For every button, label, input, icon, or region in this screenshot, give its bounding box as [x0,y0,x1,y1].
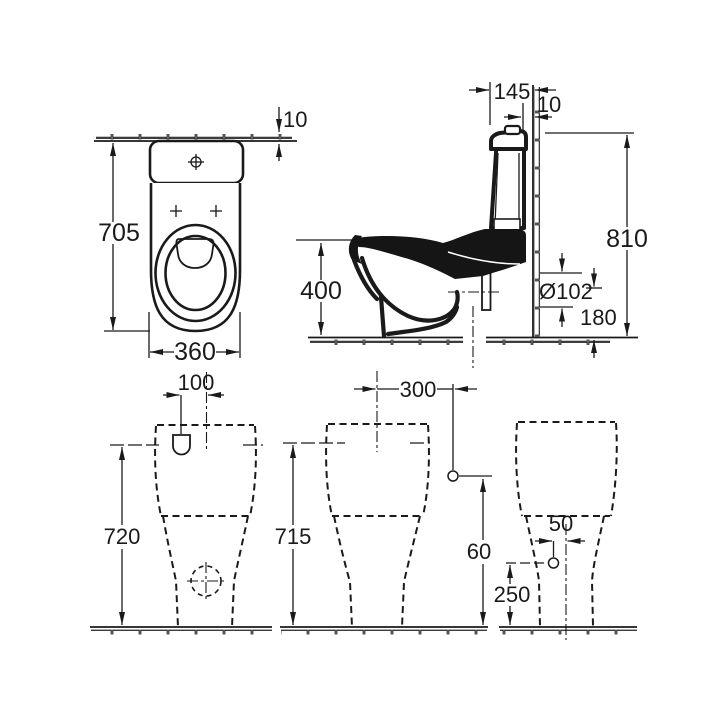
dim-label-side-cistern-depth: 145 [494,79,531,104]
dim-label-side-wall-gap: 10 [537,92,561,117]
dim-label-plan-wall-thickness: 10 [283,107,307,132]
view-rear-left: 720 100 [90,370,272,635]
dim-right-inlet-height: 250 [494,562,547,625]
plan-seat-outer [154,223,237,323]
side-toilet-body [348,124,528,368]
dim-label-side-bowl-height: 400 [300,277,342,305]
rear-left-outlet-mark [187,562,225,600]
rear-left-outline [154,424,257,628]
dim-label-mid-offset: 300 [400,377,437,402]
dim-rear-height: 720 [104,444,263,625]
floor-hatch-left [90,626,272,635]
view-side-section: 145 10 810 400 Ø102 [296,79,648,368]
dim-side-wall-gap: 10 [504,92,561,131]
view-rear-middle: 715 300 60 [275,371,494,635]
dim-label-plan-width: 360 [174,338,216,366]
dim-plan-width: 360 [148,312,241,366]
floor-hatch-right [499,626,637,635]
side-bowl-outer-front [351,257,380,302]
dim-label-right-inlet-offset: 50 [549,511,573,536]
right-inlet-hole [547,557,560,569]
wall-hatch-side [532,85,540,338]
dim-label-rear-inlet-offset: 100 [178,370,215,395]
dim-mid-height: 715 [275,442,430,625]
dim-right-inlet-offset: 50 [535,511,585,557]
dim-label-mid-height: 715 [275,524,312,549]
dim-label-side-outlet-diameter: Ø102 [539,279,593,304]
side-seat-section [354,229,526,279]
dim-rear-inlet-offset: 100 [163,370,224,452]
dim-plan-wall-thickness: 10 [276,107,307,161]
side-flush-valve [493,218,521,231]
view-plan: 10 705 360 [94,107,307,366]
dim-mid-inlet-height: 60 [459,475,494,625]
dim-side-bowl-height: 400 [296,239,352,335]
side-flush-button [503,124,522,136]
dim-side-total-height: 810 [545,132,648,336]
dim-mid-offset: 300 [354,377,477,470]
dim-label-mid-inlet-height: 60 [467,539,491,564]
plan-bowl-body [149,183,242,333]
rear-left-inlet-cup [172,434,191,456]
side-pedestal-leg [378,294,387,339]
side-trap-bottom [385,304,460,337]
plan-flush-water-shape [175,238,215,269]
dim-label-side-outlet-height: 180 [580,305,617,330]
dim-plan-depth: 705 [98,143,150,332]
floor-hatch-middle [280,626,488,635]
side-bowl-rim [348,235,362,264]
side-seat-split-line [447,251,521,265]
dim-label-rear-height: 720 [104,524,141,549]
dim-label-plan-depth: 705 [98,219,140,247]
mid-inlet-hole [447,470,459,482]
dim-label-side-total-height: 810 [606,225,648,253]
plan-seat-bolt-marks [170,205,222,217]
plan-cistern-center-mark [188,154,204,170]
view-rear-right: 50 250 [494,421,637,640]
dim-side-outlet-diameter: Ø102 [539,253,593,327]
rear-right-outline [515,421,618,627]
dim-side-outlet-height: 180 [580,268,617,358]
rear-middle-outline [325,423,430,628]
plan-seat-inner [164,234,227,312]
side-bowl-inner [359,255,460,323]
dim-label-right-inlet-height: 250 [494,582,531,607]
dim-side-cistern-depth: 145 [469,79,556,125]
